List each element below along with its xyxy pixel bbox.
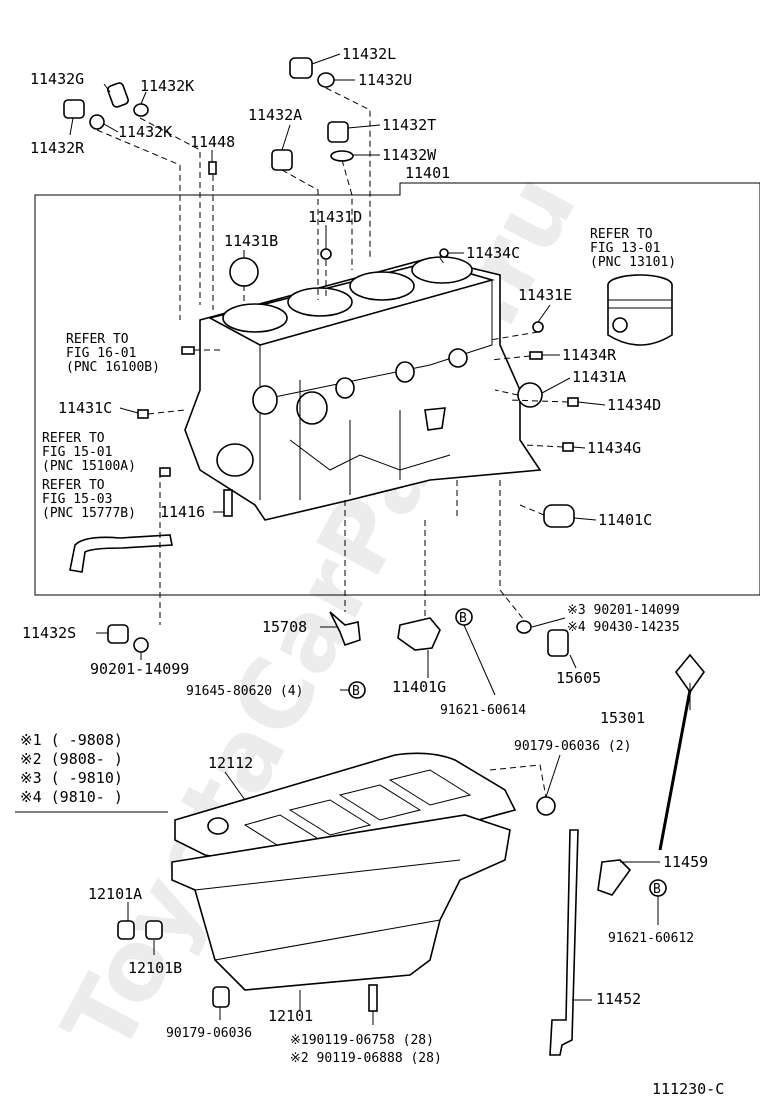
cylinder-block-frame [34,182,760,596]
svg-text:(PNC 15100A): (PNC 15100A) [42,459,136,474]
part-label: 11434D [607,396,661,414]
part-label: 11432S [22,624,76,642]
part-label: 12101B [128,959,182,977]
svg-text:※2 (9808- ): ※2 (9808- ) [20,750,123,768]
dashed-leaders [96,87,569,798]
part-label: ※2 90119-06888 (28) [290,1051,442,1066]
oil-pan[interactable] [171,814,511,991]
b-marker: B [455,608,473,626]
refer-note-fig16[interactable]: REFER TO FIG 16-01 (PNC 16100B) [66,332,160,375]
part-label: 11434C [466,244,520,262]
part-label: 11401C [598,511,652,529]
part-label: 11434G [587,439,641,457]
svg-text:REFER TO: REFER TO [42,431,105,446]
svg-text:REFER TO: REFER TO [66,332,129,347]
part-label: 11432R [30,139,85,157]
svg-text:REFER TO: REFER TO [590,227,653,242]
leader-lines [15,53,691,1025]
part-label: 11432U [358,71,412,89]
refer-note-fig13[interactable]: REFER TO FIG 13-01 (PNC 13101) [590,227,676,270]
part-label: 12112 [208,754,253,772]
part-label: 11431D [308,208,362,226]
figure-code: 111230-C [652,1080,724,1098]
part-label: 11432G [30,70,84,88]
part-label: 90179-06036 [166,1026,252,1041]
part-label: 91621-60614 [440,703,526,718]
svg-text:(PNC 15777B): (PNC 15777B) [42,506,136,521]
part-label: 11401G [392,678,446,696]
part-label: ※4 90430-14235 [567,620,680,635]
part-label: 11432K [118,123,172,141]
part-label: 11416 [160,503,205,521]
svg-text:※3 ( -9810): ※3 ( -9810) [20,769,123,787]
svg-text:FIG 15-03: FIG 15-03 [42,492,112,507]
part-label: 15605 [556,669,601,687]
part-label: 11431B [224,232,278,250]
part-label: 91645-80620 (4) [186,684,303,699]
part-label: 11431C [58,399,112,417]
dipstick-guide[interactable] [549,829,579,1056]
date-legend: ※1 ( -9808) ※2 (9808- ) ※3 ( -9810) ※4 (… [20,731,123,806]
part-label: 11434R [562,346,617,364]
part-label: 11448 [190,133,235,151]
part-label: 11432A [248,106,302,124]
svg-text:B: B [352,684,360,699]
svg-text:FIG 13-01: FIG 13-01 [590,241,660,256]
svg-text:※4 (9810- ): ※4 (9810- ) [20,788,123,806]
svg-text:B: B [653,882,661,897]
part-label: 90179-06036 (2) [514,739,631,754]
part-label: 11431A [572,368,626,386]
part-label: 11432L [342,45,396,63]
refer-note-fig15-01[interactable]: REFER TO FIG 15-01 (PNC 15100A) [42,431,136,474]
water-hose[interactable] [69,534,173,573]
part-label: ※190119-06758 (28) [290,1033,434,1048]
piston[interactable] [607,274,673,346]
part-label: ※3 90201-14099 [567,603,680,618]
svg-text:※1 ( -9808): ※1 ( -9808) [20,731,123,749]
part-label: 91621-60612 [608,931,694,946]
cylinder-block[interactable] [184,256,542,521]
part-label: 11452 [596,990,641,1008]
b-marker: B [649,879,667,897]
part-label: 15708 [262,618,307,636]
svg-text:FIG 16-01: FIG 16-01 [66,346,136,361]
part-label: 11432K [140,77,194,95]
svg-text:(PNC 13101): (PNC 13101) [590,255,676,270]
part-label: 11401 [405,164,450,182]
part-label: 11432T [382,116,436,134]
part-label: 15301 [600,709,645,727]
b-marker: B [348,681,366,699]
svg-text:B: B [459,611,467,626]
part-label: 90201-14099 [90,660,189,678]
svg-text:FIG 15-01: FIG 15-01 [42,445,112,460]
lower-parts[interactable] [107,611,706,1012]
refer-note-fig15-03[interactable]: REFER TO FIG 15-03 (PNC 15777B) [42,478,136,521]
part-label: 11431E [518,286,572,304]
svg-text:(PNC 16100B): (PNC 16100B) [66,360,160,375]
part-label: 11459 [663,853,708,871]
part-label: 11432W [382,146,437,164]
part-label: 12101A [88,885,142,903]
svg-text:REFER TO: REFER TO [42,478,105,493]
part-label: 12101 [268,1007,313,1025]
